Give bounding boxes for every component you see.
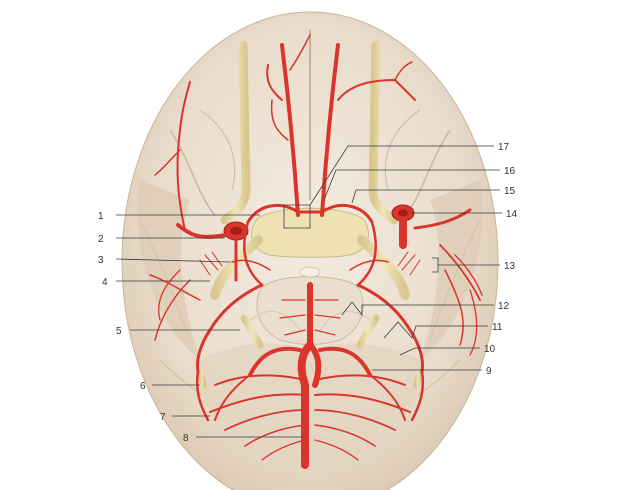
arteries <box>149 34 483 469</box>
label-11: 11 <box>492 322 503 333</box>
label-13: 13 <box>504 261 516 272</box>
label-3: 3 <box>98 255 104 266</box>
label-15: 15 <box>504 186 516 197</box>
label-10: 10 <box>484 344 496 355</box>
label-12: 12 <box>498 301 510 312</box>
label-2: 2 <box>98 234 104 245</box>
label-4: 4 <box>102 277 108 288</box>
label-14: 14 <box>506 209 518 220</box>
label-5: 5 <box>116 326 122 337</box>
label-16: 16 <box>504 166 516 177</box>
label-17: 17 <box>498 142 510 153</box>
label-8: 8 <box>183 433 189 444</box>
label-9: 9 <box>486 366 492 377</box>
number-labels: 1 2 3 4 5 6 7 8 9 10 11 12 13 14 15 16 1… <box>98 142 518 444</box>
label-6: 6 <box>140 381 146 392</box>
leader-lines <box>115 145 502 438</box>
label-7: 7 <box>160 412 166 423</box>
optic-chiasm <box>210 207 410 300</box>
label-1: 1 <box>98 211 104 222</box>
cranial-nerves <box>197 314 423 389</box>
